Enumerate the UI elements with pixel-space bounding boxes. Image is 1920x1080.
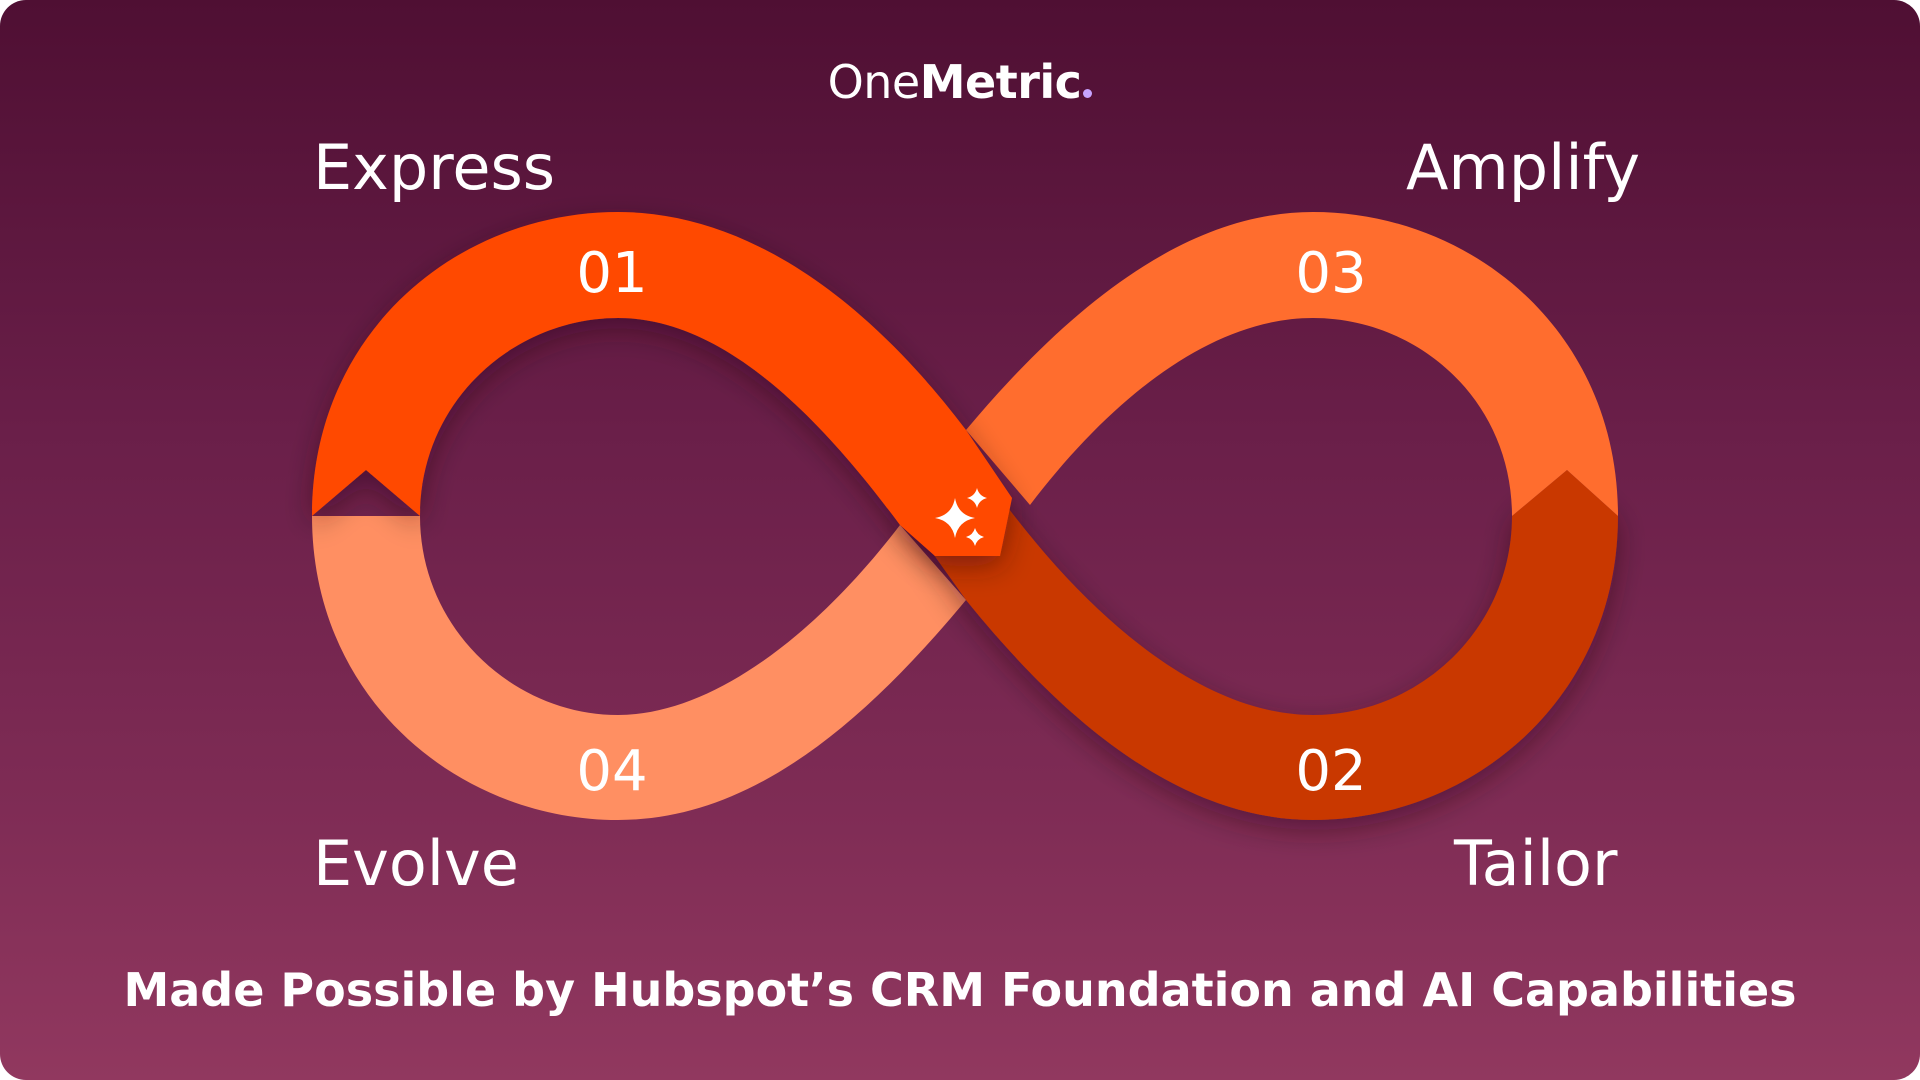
- segment-amplify: [966, 212, 1618, 516]
- stage-number-03: 03: [1295, 241, 1366, 306]
- footer-caption: Made Possible by Hubspot’s CRM Foundatio…: [123, 963, 1797, 1017]
- stage-label-amplify: Amplify: [1406, 131, 1641, 204]
- onemetric-logo: OneMetric: [0, 56, 1920, 108]
- stage-label-tailor: Tailor: [1454, 827, 1618, 900]
- segment-tailor: [902, 470, 1618, 820]
- logo-dot: [1083, 89, 1093, 98]
- stage-number-04: 04: [576, 739, 647, 804]
- segment-express: [312, 212, 1012, 556]
- sparkles-icon: [935, 488, 987, 546]
- logo-one-text: One: [827, 55, 921, 109]
- stage-number-01: 01: [576, 241, 647, 306]
- stage-label-express: Express: [313, 131, 556, 204]
- logo-metric-text: Metric: [919, 55, 1082, 109]
- stage-label-evolve: Evolve: [313, 827, 519, 900]
- stage-number-02: 02: [1295, 739, 1366, 804]
- segment-evolve: [312, 516, 966, 820]
